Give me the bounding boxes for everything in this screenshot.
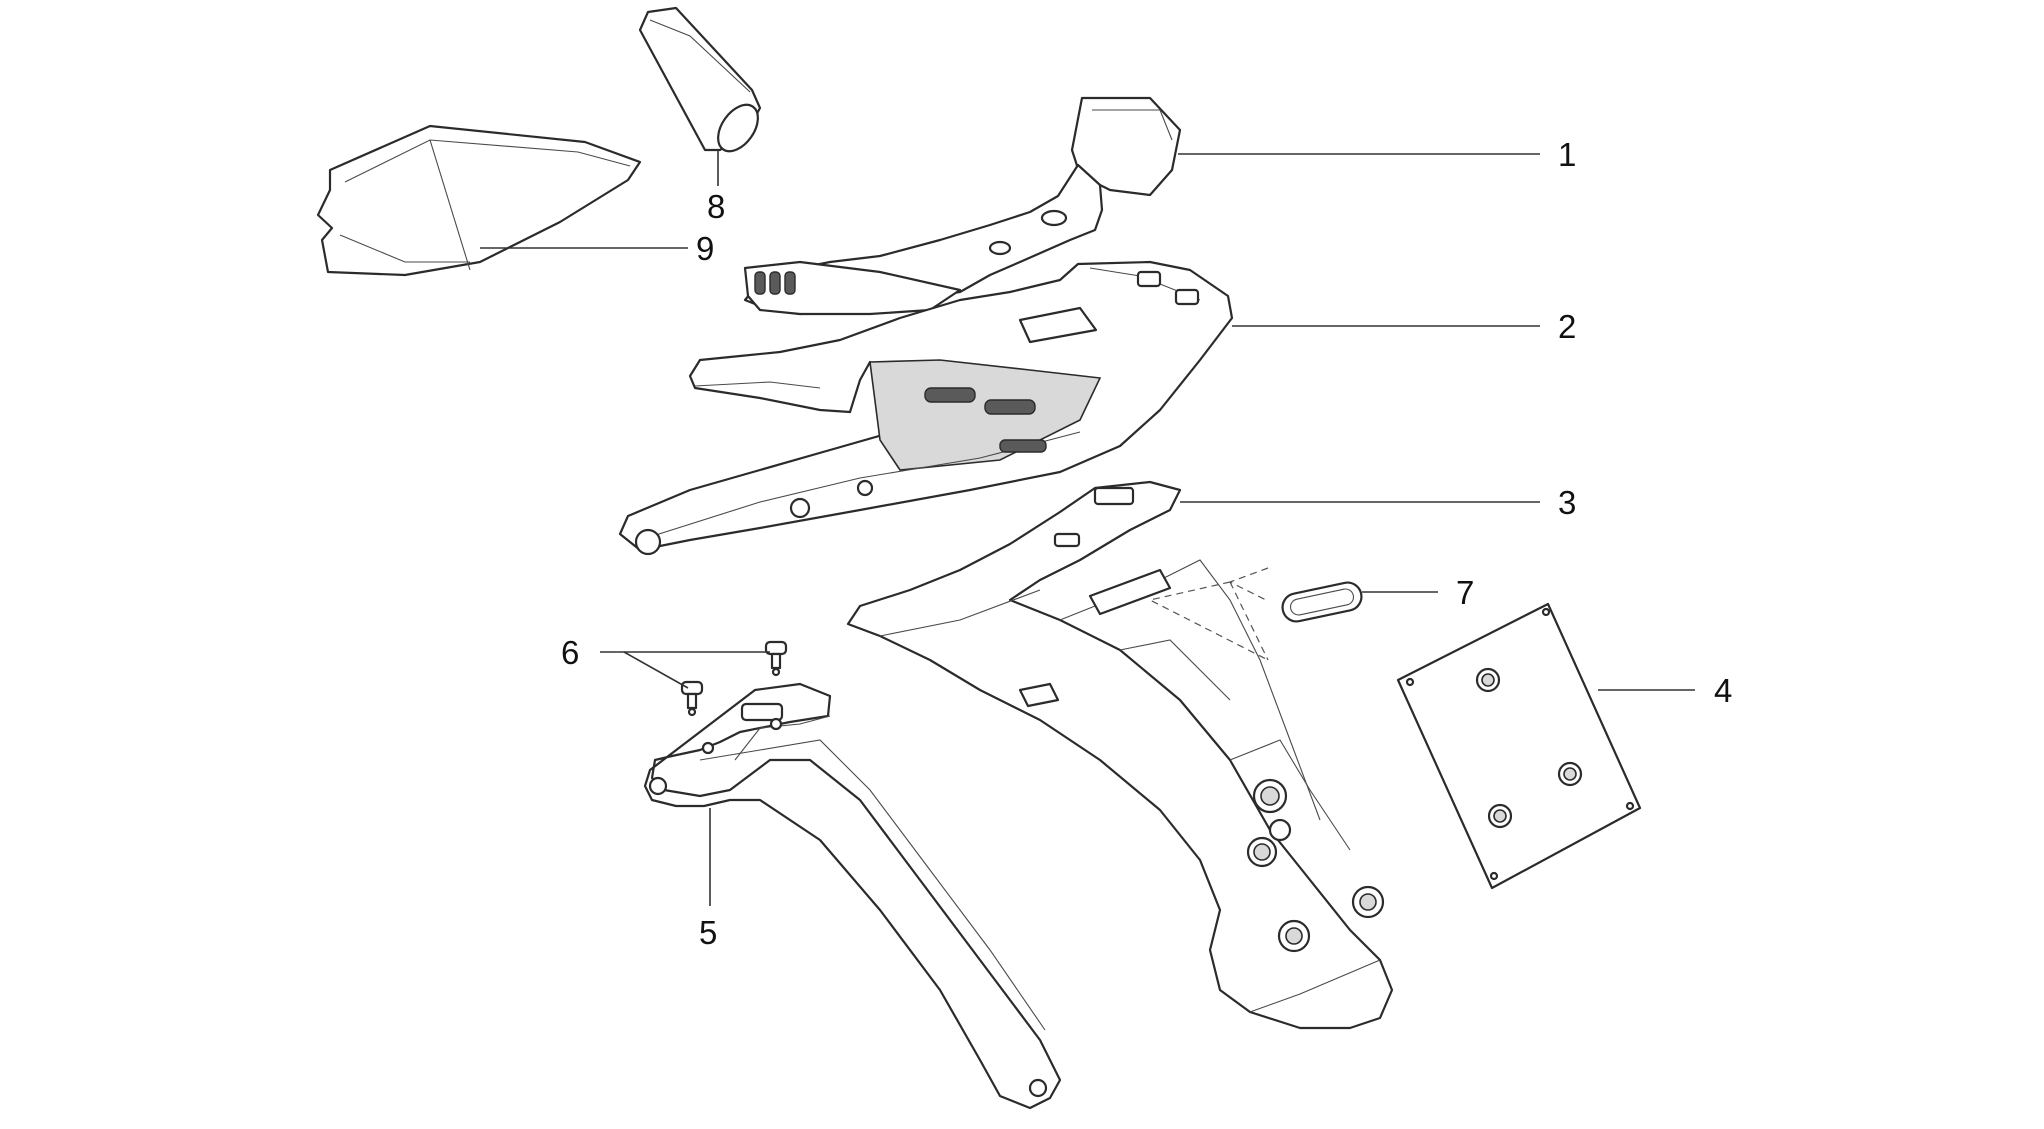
callout-6: 6 — [561, 634, 579, 671]
callout-5: 5 — [699, 914, 717, 951]
part-7-reflector — [1148, 567, 1363, 661]
part-4-plate-holder — [1396, 602, 1642, 890]
part-8-funnel — [638, 6, 762, 153]
leader-6b — [623, 651, 689, 689]
callout-8: 8 — [707, 188, 725, 225]
part-2-tail-cowl — [618, 260, 1234, 556]
part-5-support-bracket — [643, 682, 1062, 1110]
callout-labels: 1 2 3 4 5 6 7 8 9 — [561, 136, 1732, 951]
callout-1: 1 — [1558, 136, 1576, 173]
callout-3: 3 — [1558, 484, 1576, 521]
part-3-rear-fender — [846, 480, 1394, 1030]
callout-9: 9 — [696, 230, 714, 267]
part-1-light-bracket — [743, 96, 1182, 316]
callout-7: 7 — [1456, 574, 1474, 611]
callout-4: 4 — [1714, 672, 1732, 709]
leader-lines — [480, 150, 1695, 906]
part-6-screws — [680, 640, 788, 717]
callout-2: 2 — [1558, 308, 1576, 345]
part-9-side-cover — [316, 124, 642, 277]
